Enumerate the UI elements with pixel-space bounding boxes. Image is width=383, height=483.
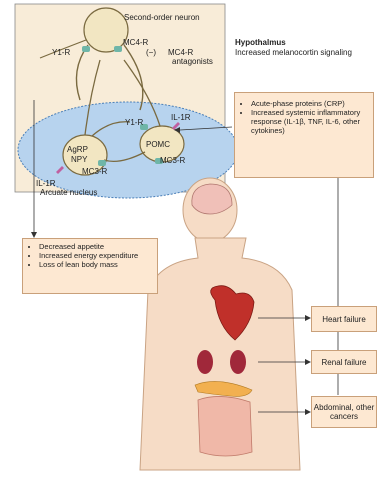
renal-failure-box: Renal failure (311, 350, 377, 374)
il1r-label-arcuate: IL-1R (36, 179, 56, 188)
second-order-neuron-label: Second-order neuron (124, 13, 200, 22)
y1r-label-pomc: Y1-R (125, 118, 143, 127)
effect-item: Decreased appetite (39, 242, 154, 251)
npy-label: NPY (71, 155, 87, 164)
hypothalamus-subtitle: Increased melanocortin signaling (235, 48, 352, 57)
left-kidney-organ (197, 350, 213, 374)
heart-failure-box: Heart failure (311, 306, 377, 332)
arcuate-nucleus-label: Arcuate nucleus (40, 188, 97, 197)
mc4r-label: MC4-R (123, 38, 148, 47)
hypothalamus-title: Hypothalmus (235, 38, 286, 47)
effects-box: Decreased appetite Increased energy expe… (22, 238, 158, 294)
mc4r-antagonists-label: MC4-R (168, 48, 193, 57)
right-kidney-organ (230, 350, 246, 374)
agrp-label: AgRP (67, 145, 88, 154)
inflammation-box: Acute-phase proteins (CRP) Increased sys… (234, 92, 374, 178)
pomc-label: POMC (146, 140, 170, 149)
mc4r-antagonists-label-2: antagonists (172, 57, 213, 66)
mc3r-label-pomc: MC3-R (160, 156, 185, 165)
y1r-label-top: Y1-R (52, 48, 70, 57)
mc3r-label-agrp: MC3-R (82, 167, 107, 176)
il1r-label-pomc: IL-1R (171, 113, 191, 122)
y1-receptor-marker (82, 46, 90, 52)
mc3-receptor-marker-agrp (98, 160, 106, 166)
inhibition-sign-label: (−) (146, 48, 156, 57)
effect-item: Increased energy expenditure (39, 251, 154, 260)
mc4-receptor-marker (114, 46, 122, 52)
inflammation-item: Increased systemic inflammatory response… (251, 108, 370, 135)
brain-organ (192, 184, 232, 214)
intestines-organ (198, 396, 252, 456)
inflammation-item: Acute-phase proteins (CRP) (251, 99, 370, 108)
effect-item: Loss of lean body mass (39, 260, 154, 269)
abdominal-cancers-box: Abdominal, other cancers (311, 396, 377, 428)
